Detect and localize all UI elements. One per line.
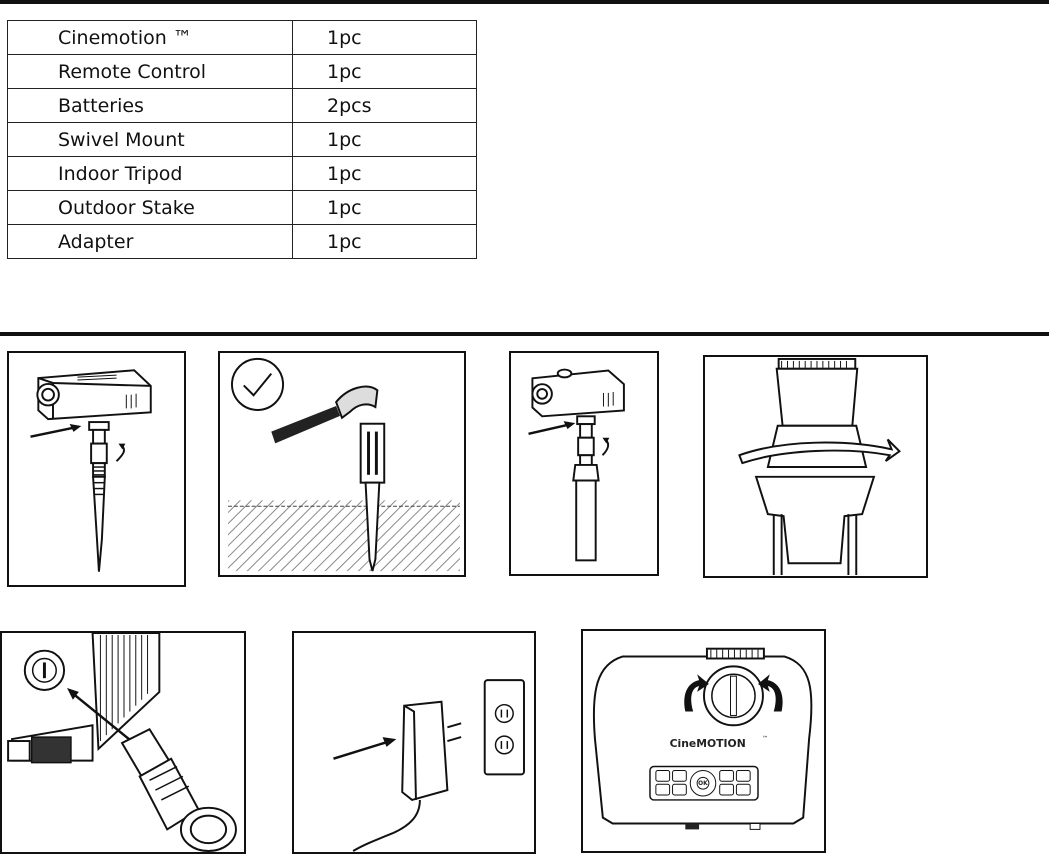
item-quantity: 1pc — [293, 123, 477, 157]
indoor-tripod-illustration — [511, 353, 657, 574]
section-divider — [0, 332, 1049, 336]
wall-adapter-illustration — [294, 633, 534, 852]
figure-projector-focus: CineMOTION ™ OK — [581, 629, 826, 853]
table-row: Cinemotion ™ 1pc — [8, 21, 477, 55]
item-quantity: 1pc — [293, 225, 477, 259]
table-row: Batteries 2pcs — [8, 89, 477, 123]
brand-logo: CineMOTION — [670, 737, 746, 750]
item-name: Batteries — [8, 89, 293, 123]
ok-button-label: OK — [698, 781, 708, 787]
item-name: Swivel Mount — [8, 123, 293, 157]
item-name: Indoor Tripod — [8, 157, 293, 191]
insert-arrow-icon — [333, 741, 390, 759]
item-name: Cinemotion ™ — [8, 21, 293, 55]
figure-power-connector — [0, 631, 246, 854]
table-row: Outdoor Stake 1pc — [8, 191, 477, 225]
brand-trademark: ™ — [762, 735, 768, 742]
item-quantity: 1pc — [293, 55, 477, 89]
table-row: Remote Control 1pc — [8, 55, 477, 89]
table-row: Adapter 1pc — [8, 225, 477, 259]
table-row: Swivel Mount 1pc — [8, 123, 477, 157]
check-mark-icon — [232, 359, 283, 410]
figure-hammer-stake — [218, 351, 466, 577]
item-name: Outdoor Stake — [8, 191, 293, 225]
figure-indoor-tripod-mount — [509, 351, 659, 576]
tripod-lock-illustration — [705, 357, 926, 576]
figure-wall-adapter — [292, 631, 536, 854]
item-name: Remote Control — [8, 55, 293, 89]
table-row: Indoor Tripod 1pc — [8, 157, 477, 191]
outdoor-stake-illustration — [9, 353, 184, 585]
item-quantity: 1pc — [293, 157, 477, 191]
item-quantity: 1pc — [293, 21, 477, 55]
package-contents-table: Cinemotion ™ 1pc Remote Control 1pc Batt… — [7, 20, 477, 259]
figure-outdoor-stake-mount — [7, 351, 186, 587]
item-quantity: 2pcs — [293, 89, 477, 123]
power-connector-illustration — [2, 633, 244, 852]
item-quantity: 1pc — [293, 191, 477, 225]
top-divider — [0, 0, 1049, 4]
projector-top-illustration: CineMOTION ™ OK — [583, 631, 824, 851]
hammer-stake-illustration — [220, 353, 464, 575]
item-name: Adapter — [8, 225, 293, 259]
figure-tripod-lock-rotate — [703, 355, 928, 578]
